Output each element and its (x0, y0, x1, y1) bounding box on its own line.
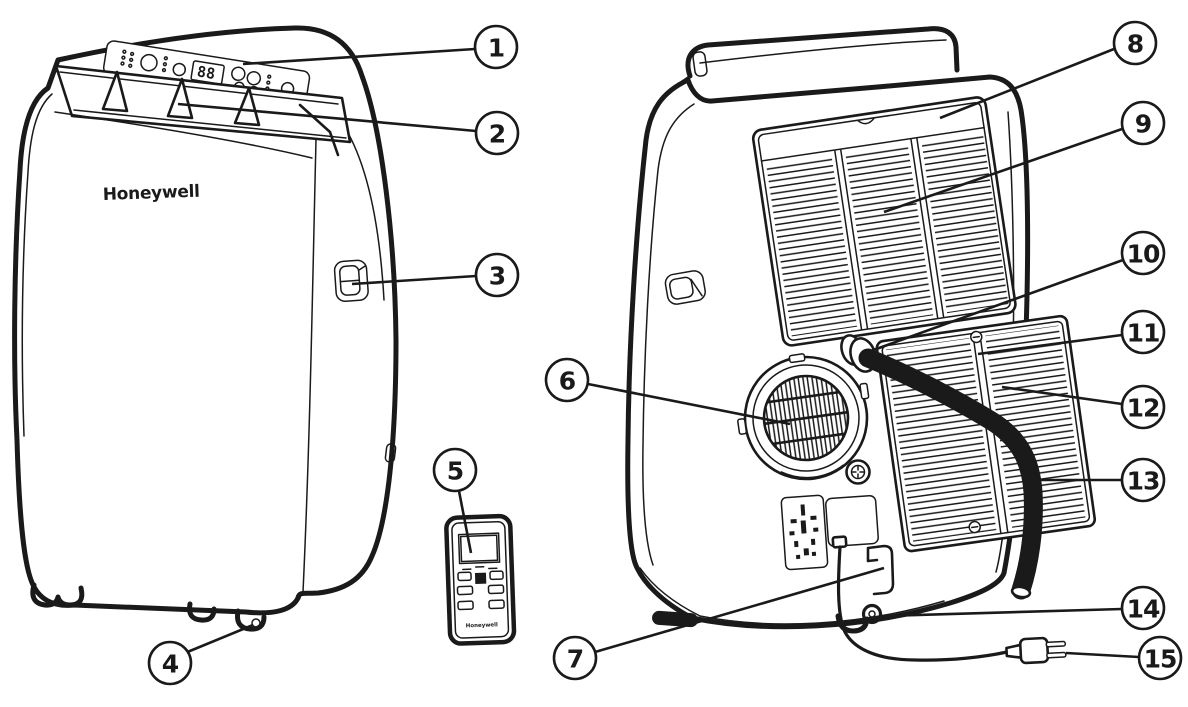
round-exhaust-vent (737, 353, 870, 481)
front-side-handle (333, 259, 369, 303)
svg-text:5: 5 (447, 457, 463, 486)
svg-text:12: 12 (1127, 394, 1160, 423)
callout-9: 9 (883, 100, 1166, 214)
callout-7: 7 (552, 566, 885, 681)
back-wheel (835, 613, 870, 634)
callout-2: 2 (177, 102, 520, 156)
back-carry-handle (674, 26, 960, 88)
svg-text:13: 13 (1127, 467, 1160, 496)
rating-label (780, 494, 829, 571)
back-view-unit (625, 26, 1097, 665)
back-left-contour (642, 103, 695, 566)
remote-brand-text: Honeywell (466, 622, 498, 629)
bottom-drain-outlet (861, 603, 883, 625)
svg-text:4: 4 (162, 650, 179, 679)
back-caster (652, 610, 698, 628)
callout-13: 13 (1034, 457, 1166, 503)
caster-wheel (235, 608, 267, 632)
callout-11: 11 (977, 309, 1166, 356)
brand-logo: Honeywell (102, 182, 199, 205)
svg-text:11: 11 (1127, 319, 1160, 348)
lower-filter-grille (875, 314, 1097, 553)
svg-text:8: 8 (1127, 30, 1143, 59)
svg-text:6: 6 (559, 367, 576, 396)
access-panel (825, 494, 879, 548)
exhaust-hose (858, 348, 1043, 600)
louver-vane (166, 77, 194, 120)
callout-6: 6 (544, 357, 791, 426)
callout-10: 10 (867, 230, 1166, 354)
power-plug (1005, 636, 1067, 665)
callout-4: 4 (147, 623, 254, 686)
upper-filter-grille (751, 96, 1017, 347)
air-louver-vent (54, 64, 352, 159)
svg-text:15: 15 (1144, 645, 1177, 674)
brand-logo-text: Honeywell (102, 182, 199, 205)
svg-text:7: 7 (567, 645, 583, 674)
upper-drain-plug (845, 459, 871, 485)
callout-1: 1 (242, 24, 519, 70)
callout-15: 15 (1065, 635, 1183, 681)
callout-3: 3 (351, 252, 520, 298)
power-cord (836, 545, 1009, 662)
remote-display (457, 532, 501, 565)
front-side-seam (302, 99, 318, 593)
svg-text:14: 14 (1127, 595, 1160, 624)
front-left-contour (21, 93, 53, 437)
svg-text:2: 2 (489, 120, 505, 149)
louver-vane (101, 70, 129, 113)
remote-control: Honeywell (444, 513, 517, 646)
front-body-side (45, 25, 399, 601)
remote-buttons (456, 570, 505, 611)
side-tab (384, 443, 397, 463)
callout-14: 14 (880, 585, 1166, 631)
front-view-unit: 88 Honeywell (12, 25, 399, 632)
callout-5: 5 (432, 447, 478, 554)
svg-text:9: 9 (1135, 110, 1151, 139)
svg-text:1: 1 (488, 34, 504, 63)
callout-12: 12 (1001, 384, 1166, 430)
svg-text:10: 10 (1127, 240, 1160, 269)
louver-vane (233, 86, 261, 127)
plug-prong (1045, 640, 1067, 648)
plug-prong (1046, 651, 1067, 659)
back-side-handle (664, 270, 706, 305)
front-casters (30, 582, 267, 632)
svg-text:3: 3 (489, 262, 505, 291)
panel-display-digits: 88 (196, 62, 217, 83)
callout-8: 8 (939, 20, 1158, 120)
